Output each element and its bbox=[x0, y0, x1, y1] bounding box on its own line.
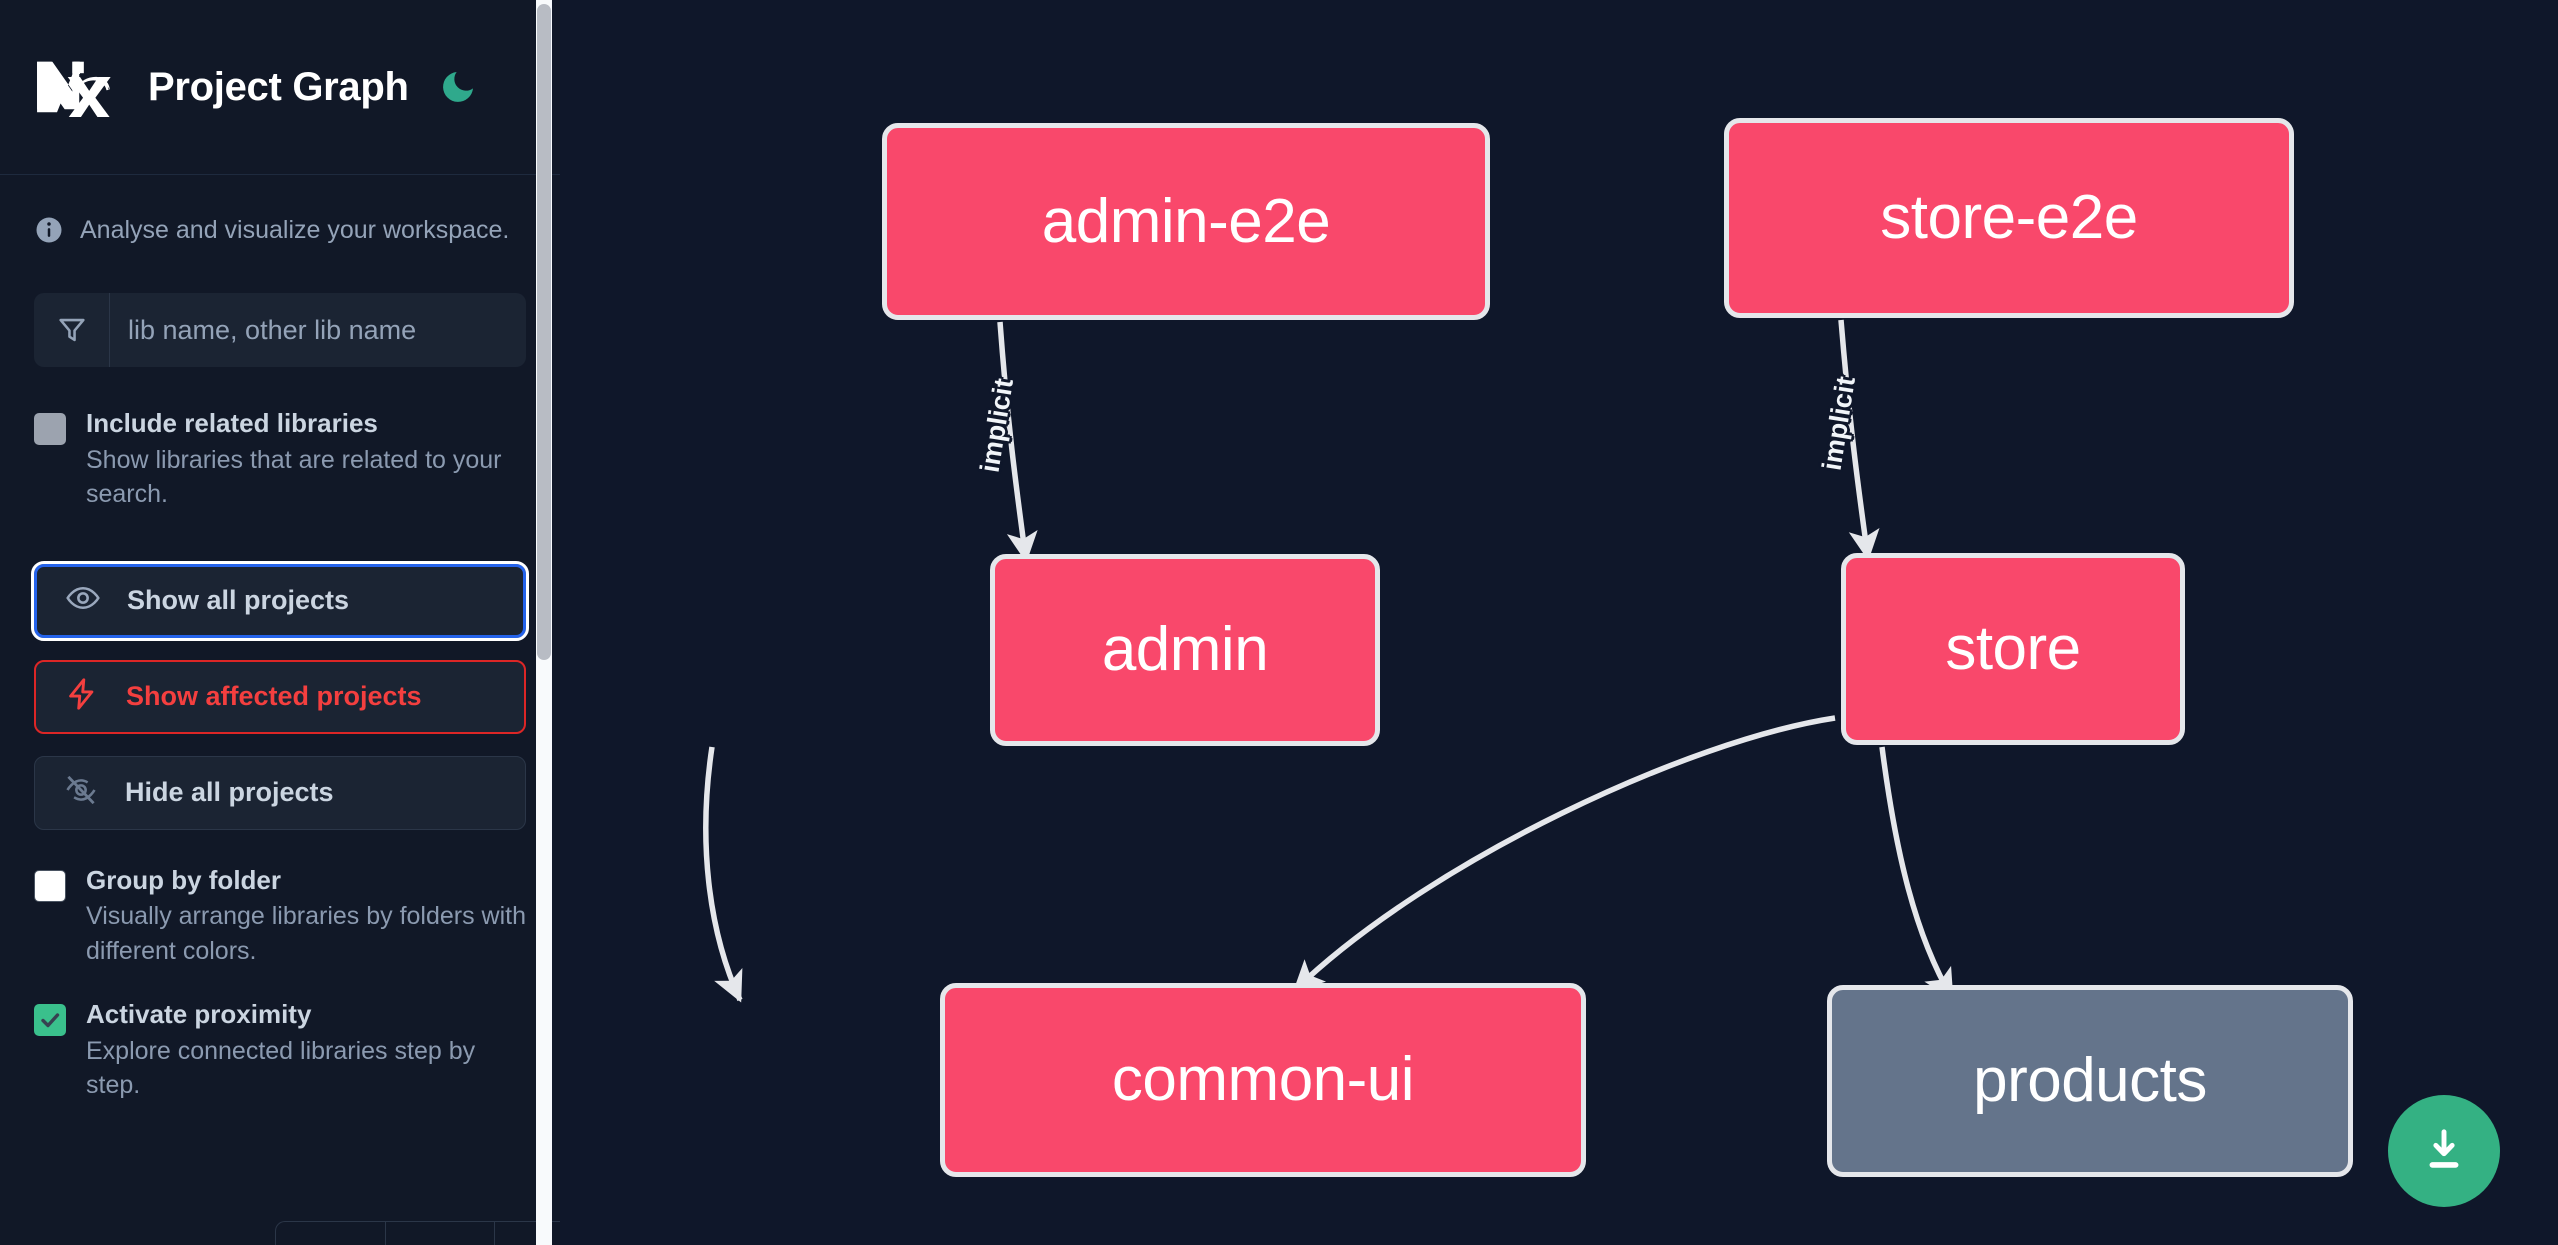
graph-mode-segmented-control[interactable] bbox=[275, 1221, 560, 1245]
checkbox-include-related-libraries[interactable] bbox=[34, 413, 66, 445]
graph-node-label: admin-e2e bbox=[1041, 186, 1331, 256]
tagline-text: Analyse and visualize your workspace. bbox=[80, 215, 510, 244]
lightning-icon bbox=[64, 676, 100, 717]
moon-icon[interactable] bbox=[437, 66, 479, 108]
sidebar-header: Project Graph bbox=[0, 0, 560, 175]
eye-icon bbox=[65, 580, 101, 621]
edge-label-store-e2e-implicit: implicit bbox=[1816, 374, 1861, 473]
graph-node-products[interactable]: products bbox=[1827, 985, 2353, 1177]
edge-admin-e2e-to-admin bbox=[997, 321, 1038, 563]
download-icon bbox=[2416, 1122, 2472, 1181]
option-title: Include related libraries bbox=[86, 408, 378, 438]
filter-icon bbox=[34, 293, 110, 367]
graph-node-store-e2e[interactable]: store-e2e bbox=[1724, 118, 2294, 318]
graph-canvas[interactable]: admin-e2e store-e2e admin store common-u… bbox=[560, 0, 2558, 1245]
graph-node-admin[interactable]: admin bbox=[990, 554, 1380, 746]
show-affected-projects-label: Show affected projects bbox=[126, 681, 422, 711]
show-all-projects-button[interactable]: Show all projects bbox=[31, 560, 529, 641]
edge-admin-to-common-ui bbox=[703, 746, 743, 1003]
info-icon bbox=[34, 215, 64, 245]
graph-node-store[interactable]: store bbox=[1841, 553, 2185, 745]
sidebar-scrollbar-thumb[interactable] bbox=[537, 4, 551, 660]
show-all-projects-label: Show all projects bbox=[127, 585, 350, 615]
graph-node-label: admin bbox=[1101, 615, 1269, 684]
eye-off-icon bbox=[63, 772, 99, 813]
option-include-related-libraries[interactable]: Include related libraries Show libraries… bbox=[0, 407, 560, 512]
edge-label-admin-e2e-implicit: implicit bbox=[974, 376, 1019, 475]
graph-node-common-ui[interactable]: common-ui bbox=[940, 983, 1586, 1177]
option-title: Group by folder bbox=[86, 864, 281, 895]
graph-node-label: common-ui bbox=[1111, 1045, 1415, 1114]
segment-1[interactable] bbox=[276, 1222, 386, 1245]
visibility-button-group: Show all projects Show affected projects bbox=[31, 560, 529, 830]
search-input[interactable] bbox=[110, 293, 526, 367]
download-graph-button[interactable] bbox=[2388, 1095, 2500, 1207]
segment-2[interactable] bbox=[386, 1222, 496, 1245]
hide-all-projects-button[interactable]: Hide all projects bbox=[34, 755, 526, 830]
option-desc: Show libraries that are related to your … bbox=[86, 445, 502, 509]
option-group-by-folder[interactable]: Group by folder Visually arrange librari… bbox=[0, 864, 560, 969]
edge-store-to-common-ui bbox=[1292, 715, 1836, 992]
option-desc: Explore connected libraries step by step… bbox=[86, 1036, 476, 1100]
sidebar: Project Graph Analyse and visualize your… bbox=[0, 0, 560, 1245]
sidebar-scrollbar-track[interactable] bbox=[536, 0, 552, 1245]
checkbox-group-by-folder[interactable] bbox=[34, 869, 66, 902]
show-affected-projects-button[interactable]: Show affected projects bbox=[34, 659, 526, 734]
graph-node-label: store-e2e bbox=[1880, 183, 2138, 252]
tagline: Analyse and visualize your workspace. bbox=[0, 175, 560, 245]
option-desc: Visually arrange libraries by folders wi… bbox=[86, 902, 527, 965]
edge-store-e2e-to-store bbox=[1838, 319, 1880, 561]
checkbox-activate-proximity[interactable] bbox=[34, 1004, 66, 1036]
app-title: Project Graph bbox=[148, 64, 409, 109]
graph-node-label: store bbox=[1945, 614, 2081, 683]
search-field[interactable] bbox=[34, 293, 526, 367]
graph-node-admin-e2e[interactable]: admin-e2e bbox=[882, 123, 1490, 320]
option-activate-proximity[interactable]: Activate proximity Explore connected lib… bbox=[0, 998, 560, 1103]
hide-all-projects-label: Hide all projects bbox=[125, 777, 334, 807]
edge-store-to-products bbox=[1879, 746, 1955, 1001]
option-title: Activate proximity bbox=[86, 999, 312, 1029]
nx-logo bbox=[34, 57, 126, 119]
graph-node-label: products bbox=[1973, 1046, 2207, 1115]
